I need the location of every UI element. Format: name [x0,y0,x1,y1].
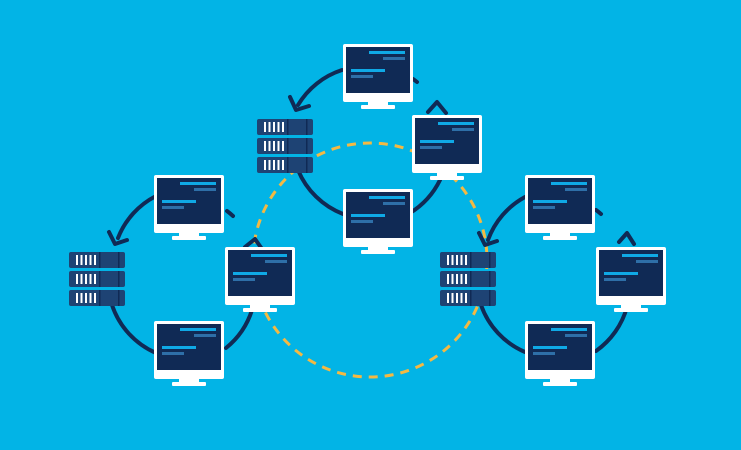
server-icon [69,252,125,306]
monitor-icon [596,247,666,312]
server-icon [257,119,313,173]
arrow-icon [243,237,264,251]
arrow-icon [288,95,311,112]
monitor-icon [154,321,224,386]
monitor-icon [343,44,413,109]
monitor-icon [225,247,295,312]
cluster-left-ring [107,194,264,355]
monitor-icon [525,175,595,240]
monitor-icon [343,189,413,254]
arrow-icon [426,100,448,115]
server-icon [440,252,496,306]
arrow-icon [107,230,129,246]
arrow-icon [477,231,499,247]
monitor-icon [525,321,595,386]
arrow-icon [617,231,636,246]
monitor-icon [154,175,224,240]
monitor-icon [412,115,482,180]
